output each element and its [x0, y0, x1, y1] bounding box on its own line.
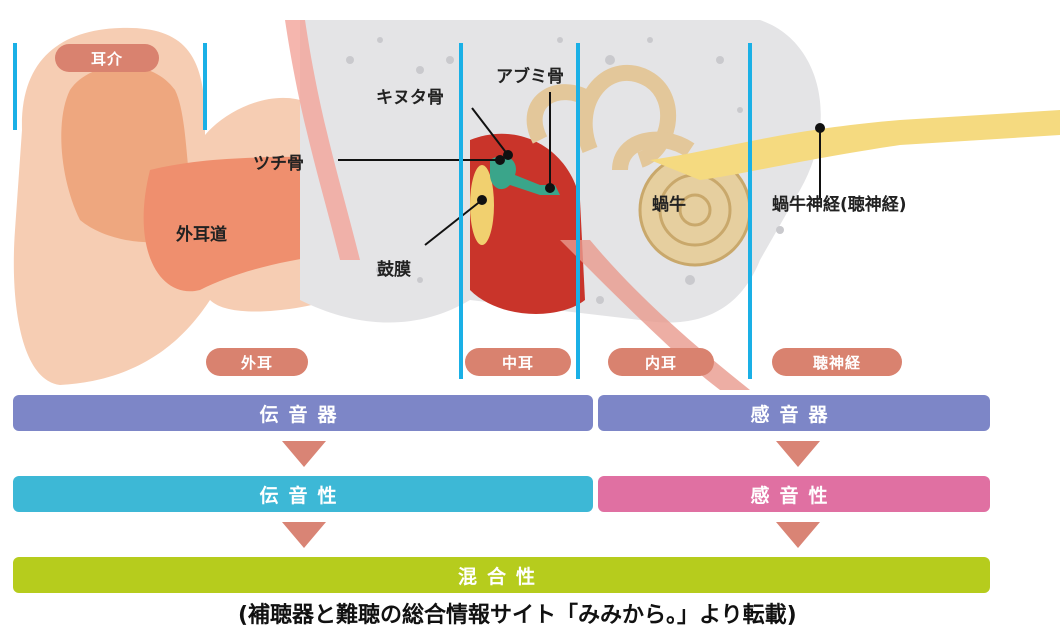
cochlear-nerve-shape	[650, 110, 1060, 180]
cochlea-label: 蝸牛	[652, 195, 686, 215]
divider-outer-middle	[459, 43, 463, 379]
auricle-pill: 耳介	[55, 44, 159, 72]
section-middle-pill: 中耳	[465, 348, 571, 376]
arrow-down-icon	[282, 441, 326, 467]
auricle-label: 耳介	[90, 49, 123, 68]
conductive-organ-label: 伝音器	[259, 403, 347, 426]
conductive-label: 伝音性	[259, 484, 347, 507]
section-outer-pill: 外耳	[206, 348, 308, 376]
auricle-marker-right	[203, 43, 207, 130]
mixed-label: 混合性	[457, 565, 545, 588]
sensorineural-label: 感音性	[750, 484, 838, 507]
ear-illustration	[13, 20, 1060, 390]
source-caption: (補聴器と難聴の総合情報サイト「みみから。」より転載)	[238, 603, 797, 628]
divider-inner-nerve	[748, 43, 752, 379]
sensory-organ-bar: 感音器	[598, 395, 990, 431]
stapes-label: アブミ骨	[496, 67, 564, 87]
sensorineural-bar: 感音性	[598, 476, 990, 512]
incus-label: キヌタ骨	[376, 88, 444, 108]
arrow-down-icon	[776, 441, 820, 467]
ossicles-shape	[490, 155, 560, 195]
ear-canal-label: 外耳道	[176, 225, 227, 245]
section-inner-pill: 内耳	[608, 348, 714, 376]
cochlear-nerve-label: 蝸牛神経(聴神経)	[772, 195, 907, 215]
divider-middle-inner	[576, 43, 580, 379]
conductive-bar: 伝音性	[13, 476, 593, 512]
section-outer-label: 外耳	[240, 353, 273, 372]
eardrum-label: 鼓膜	[377, 260, 411, 280]
sensory-organ-label: 感音器	[750, 403, 838, 426]
section-nerve-pill: 聴神経	[772, 348, 902, 376]
arrow-down-icon	[776, 522, 820, 548]
mixed-bar: 混合性	[13, 557, 990, 593]
leader-lines	[338, 92, 825, 246]
section-middle-label: 中耳	[501, 353, 534, 372]
auricle-marker-left	[13, 43, 17, 130]
section-inner-label: 内耳	[644, 353, 677, 372]
vessel-1	[285, 20, 360, 260]
malleus-label: ツチ骨	[253, 154, 304, 174]
arrow-down-icon	[282, 522, 326, 548]
section-nerve-label: 聴神経	[812, 353, 861, 372]
conductive-organ-bar: 伝音器	[13, 395, 593, 431]
